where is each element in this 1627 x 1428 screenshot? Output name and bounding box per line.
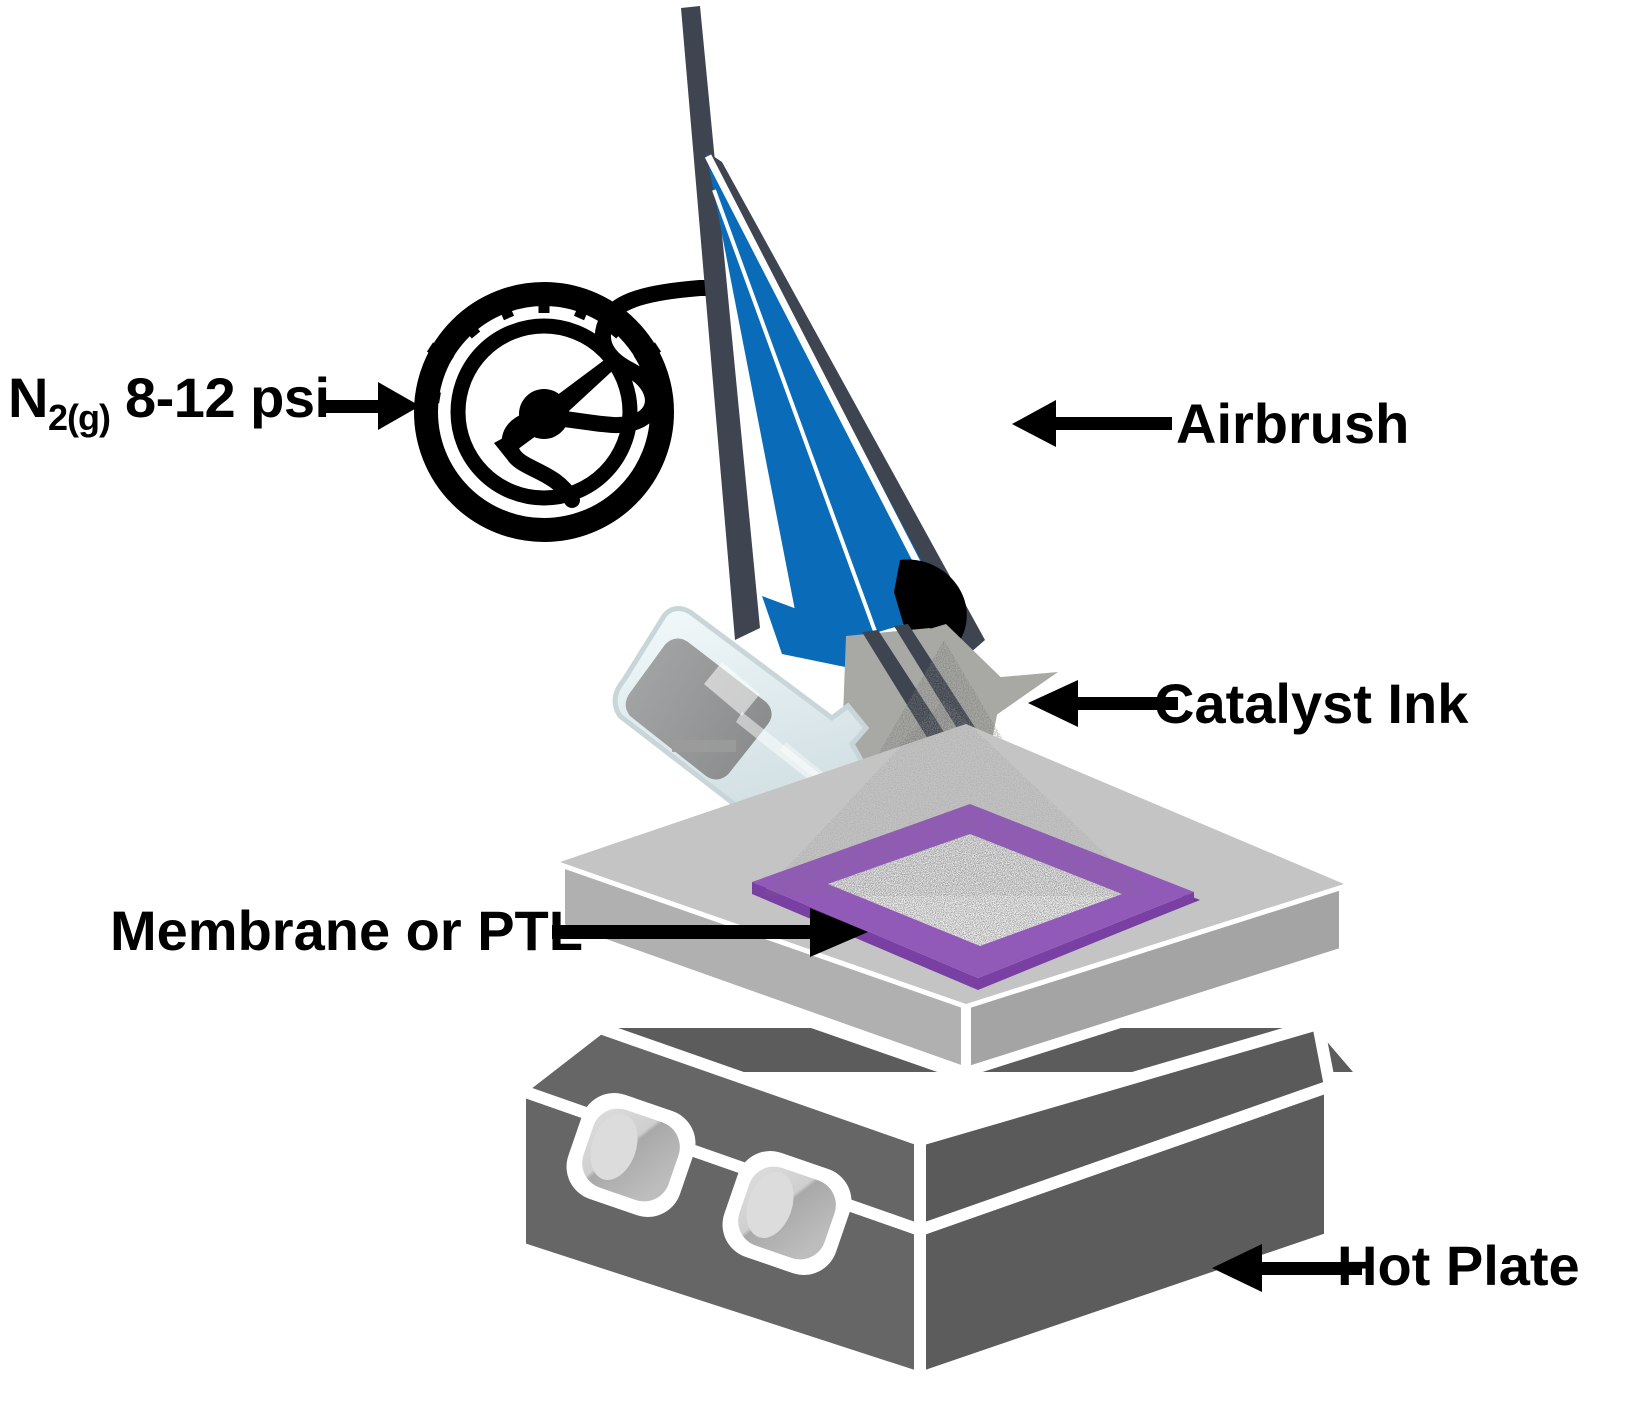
arrow-membrane (552, 908, 868, 957)
arrow-nitrogen (320, 382, 420, 430)
arrow-hot-plate (1212, 1244, 1362, 1292)
label-airbrush: Airbrush (1176, 392, 1410, 455)
knob-right[interactable] (713, 1142, 860, 1284)
label-nitrogen-subscript: 2(g) (47, 397, 111, 438)
arrow-catalyst-ink (1028, 680, 1178, 727)
jar-ink-line (672, 740, 736, 752)
label-nitrogen-pressure-value: 8-12 psi (109, 366, 330, 429)
label-nitrogen-pressure: N2(g) 8-12 psi (8, 370, 330, 436)
membrane-frame-edge (752, 882, 978, 990)
label-hot-plate: Hot Plate (1337, 1234, 1580, 1297)
knob-left[interactable] (557, 1084, 704, 1226)
label-arrows (320, 382, 1362, 1292)
gauge-ticks (415, 289, 673, 404)
air-hose (501, 279, 724, 508)
pressure-gauge (414, 282, 674, 542)
label-membrane-or-ptl: Membrane or PTL (110, 899, 583, 962)
label-nitrogen-symbol: N (8, 366, 48, 429)
membrane-frame-edge-right (978, 892, 1194, 990)
airbrush-lever-arm (681, 6, 760, 640)
airbrush-body-highlight (712, 189, 878, 635)
arrow-airbrush (1012, 400, 1172, 447)
hot-plate-knobs (557, 1084, 860, 1284)
label-catalyst-ink: Catalyst Ink (1154, 672, 1469, 735)
spray-landing (760, 700, 1150, 896)
airbrush-nozzle (990, 672, 1058, 718)
jar-highlight-1 (704, 662, 760, 716)
